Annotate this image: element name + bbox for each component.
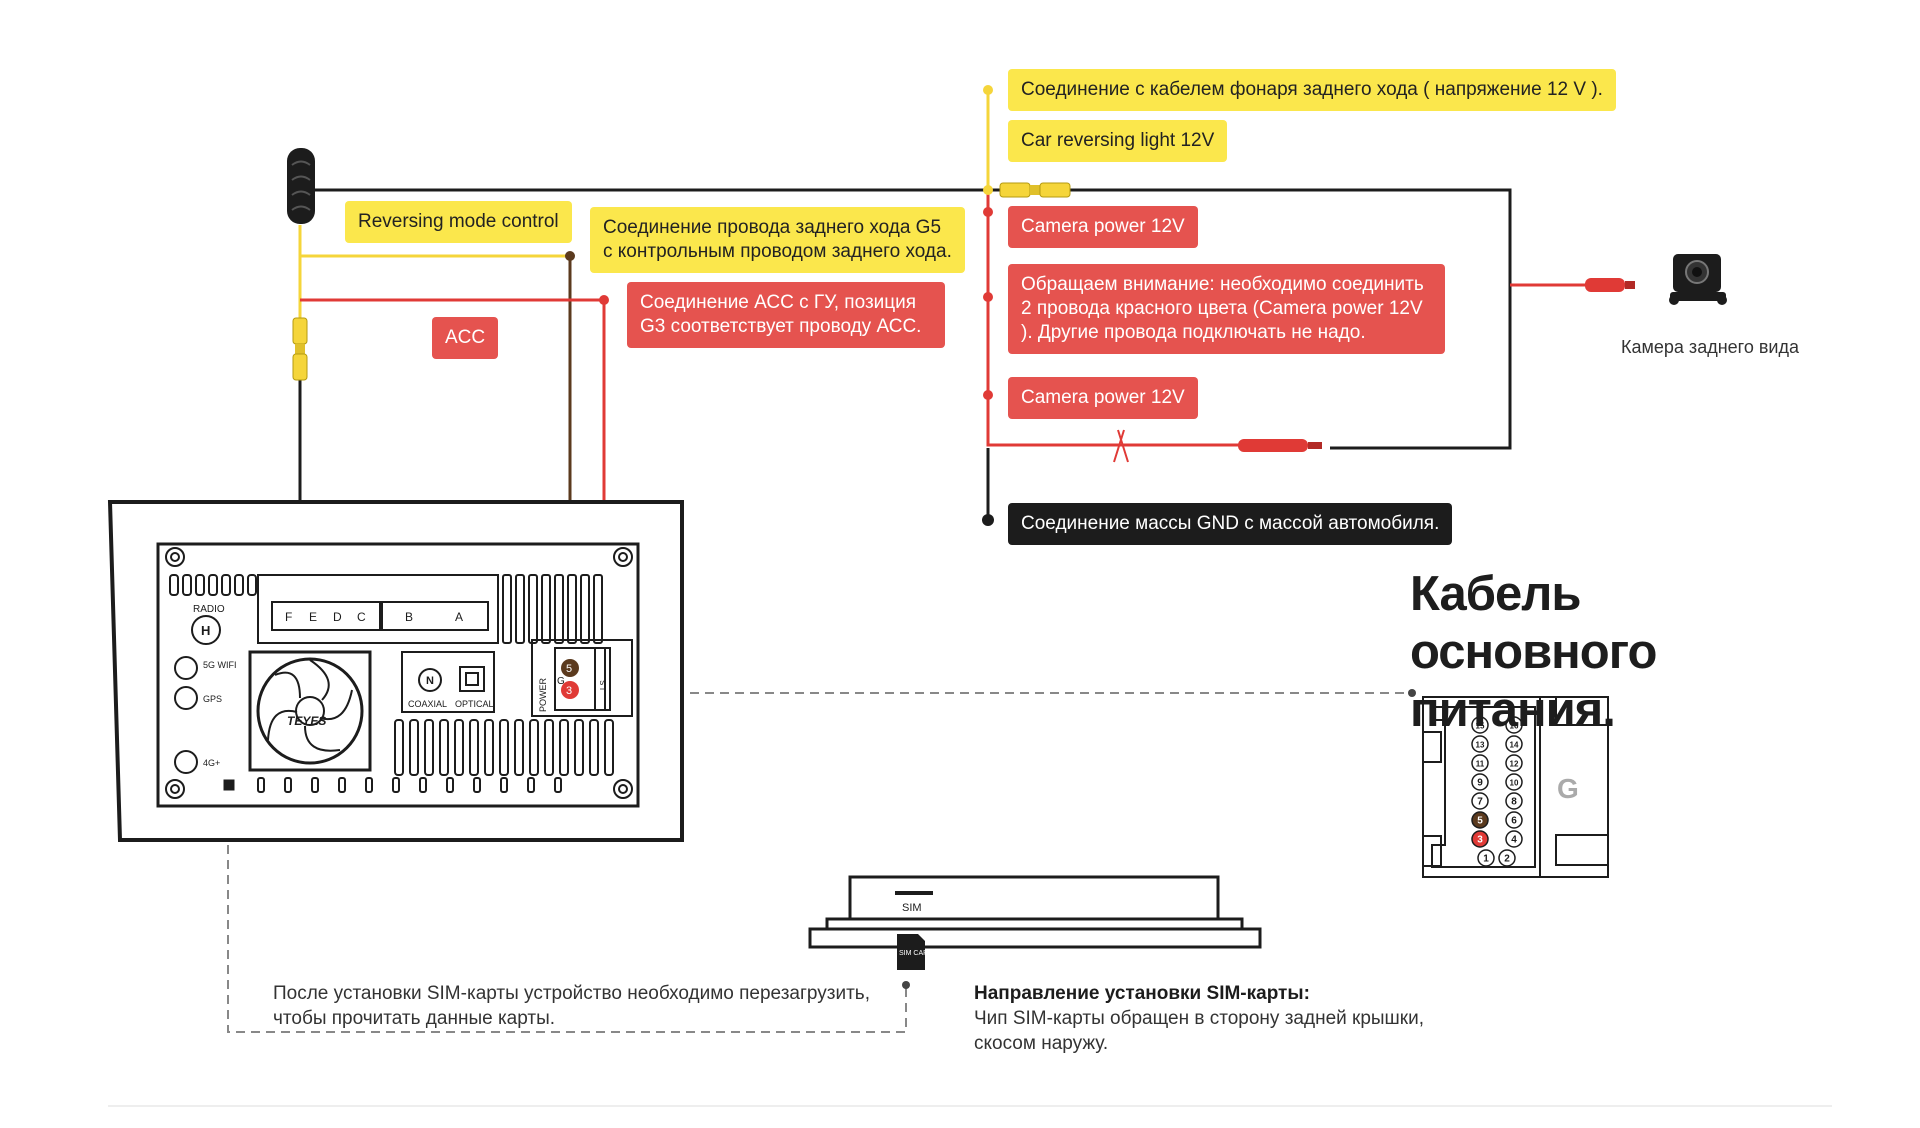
port-c: C bbox=[357, 610, 366, 624]
connector-pin-11 bbox=[1471, 754, 1489, 772]
connector-pin-label-1: 1 bbox=[1483, 854, 1489, 865]
label-reversing-mode: Reversing mode control bbox=[345, 201, 572, 243]
port-e: E bbox=[309, 610, 317, 624]
label-attention: Обращаем внимание: необходимо соединить … bbox=[1008, 264, 1445, 354]
connector-pin-label-13: 13 bbox=[1476, 741, 1485, 750]
sim-device bbox=[808, 875, 1262, 949]
g-label: G bbox=[557, 676, 565, 687]
sim-direction-text: Чип SIM-карты обращен в сторону задней к… bbox=[974, 1008, 1425, 1054]
yellow-rca-top bbox=[999, 182, 1071, 198]
connector-pin-13 bbox=[1471, 735, 1489, 753]
bottom-feet bbox=[257, 777, 562, 793]
gps-label: GPS bbox=[203, 694, 222, 704]
ls-label: LS bbox=[599, 680, 608, 690]
head-pin-3-label: 3 bbox=[566, 685, 572, 697]
connector-pin-5 bbox=[1471, 811, 1489, 829]
label-gnd: Соединение массы GND с массой автомобиля… bbox=[1008, 503, 1453, 545]
port-f: F bbox=[285, 610, 292, 624]
cooling-fan bbox=[248, 650, 372, 772]
connector-pin-12 bbox=[1505, 754, 1523, 772]
h-label: H bbox=[201, 623, 210, 638]
label-reversing-light-en: Car reversing light 12V bbox=[1008, 120, 1228, 162]
label-camera-power-2: Camera power 12V bbox=[1008, 377, 1198, 419]
brand-label: TEYES bbox=[287, 714, 326, 728]
connector-pin-label-3: 3 bbox=[1477, 835, 1483, 846]
sim-card-label: SIM CARD bbox=[899, 950, 933, 957]
port-d: D bbox=[333, 610, 342, 624]
head-pin-3 bbox=[561, 681, 579, 699]
connector-pin-label-6: 6 bbox=[1511, 816, 1517, 827]
coaxial-label: COAXIAL bbox=[408, 699, 447, 709]
label-acc-connection: Соединение АСС с ГУ, позиция G3 соответс… bbox=[627, 282, 945, 348]
connector-pin-14 bbox=[1505, 735, 1523, 753]
connector-pin-7 bbox=[1471, 792, 1489, 810]
connector-pin-label-8: 8 bbox=[1511, 797, 1517, 808]
head-unit bbox=[107, 500, 684, 842]
connector-pin-label-16: 16 bbox=[1510, 722, 1519, 731]
radio-label: RADIO bbox=[193, 604, 225, 615]
connector-pin-2 bbox=[1498, 849, 1516, 867]
sim-restart-note: После установки SIM-карты устройство нео… bbox=[273, 983, 870, 1029]
connector-pin-label-15: 15 bbox=[1476, 722, 1485, 731]
connector-pin-8 bbox=[1505, 792, 1523, 810]
label-acc: ACC bbox=[432, 317, 499, 359]
red-plug-camera bbox=[1585, 278, 1635, 292]
right-ridges bbox=[502, 574, 603, 644]
head-pin-5-label: 5 bbox=[566, 663, 572, 675]
lte-label: 4G+ bbox=[203, 758, 220, 768]
camera-caption: Камера заднего вида bbox=[1621, 337, 1799, 357]
vent-slots bbox=[394, 719, 614, 776]
port-a: A bbox=[455, 610, 463, 624]
wifi-label: 5G WIFI bbox=[203, 660, 237, 670]
connector-pin-label-4: 4 bbox=[1511, 835, 1517, 846]
black-wire-camera-bottom bbox=[1330, 285, 1512, 450]
connector-pin-4 bbox=[1505, 830, 1523, 848]
optical-label: OPTICAL bbox=[455, 699, 494, 709]
g-connector bbox=[1422, 696, 1609, 878]
connector-pin-15 bbox=[1471, 716, 1489, 734]
connector-pin-label-11: 11 bbox=[1476, 760, 1485, 769]
power-label: POWER bbox=[538, 677, 548, 712]
connector-pin-label-12: 12 bbox=[1510, 760, 1519, 769]
red-wire-camera-power bbox=[986, 190, 1320, 447]
g-connector-letter: G bbox=[1557, 773, 1579, 804]
head-unit-panel bbox=[156, 542, 640, 808]
dashed-link-sim bbox=[227, 785, 907, 1033]
connector-pin-label-2: 2 bbox=[1504, 854, 1510, 865]
sim-direction-title: Направление установки SIM-карты: bbox=[974, 983, 1310, 1004]
connector-pin-1 bbox=[1477, 849, 1495, 867]
sim-slot-label: SIM bbox=[902, 902, 922, 914]
red-plug-bottom bbox=[1113, 429, 1322, 463]
rear-camera-icon bbox=[1669, 254, 1727, 305]
section-heading: Кабель основного питания. bbox=[1410, 567, 1657, 737]
connector-pin-6 bbox=[1505, 811, 1523, 829]
cable-coil bbox=[287, 148, 315, 224]
connector-pin-label-10: 10 bbox=[1510, 779, 1519, 788]
label-reversing-light-ru: Соединение с кабелем фонаря заднего хода… bbox=[1008, 69, 1616, 111]
connector-pin-label-14: 14 bbox=[1510, 741, 1519, 750]
label-g5-connection: Соединение провода заднего хода G5 с кон… bbox=[590, 207, 965, 273]
connector-pin-9 bbox=[1471, 773, 1489, 791]
top-fins bbox=[169, 574, 257, 596]
connector-pin-10 bbox=[1505, 773, 1523, 791]
power-connector-g bbox=[531, 639, 633, 717]
sim-card-icon bbox=[897, 934, 925, 970]
connector-pin-label-9: 9 bbox=[1477, 778, 1483, 789]
n-label: N bbox=[426, 675, 434, 687]
yellow-rca-connector bbox=[292, 317, 308, 381]
g-connector-pins: 15 13 11 9 7 5 31 16 14 12 10 8 6 42 bbox=[1471, 716, 1523, 867]
port-ba bbox=[381, 601, 489, 631]
head-unit-text: RADIO H 5G WIFI GPS 4G+ F E D C B A TEYE… bbox=[193, 604, 608, 768]
connector-pin-label-7: 7 bbox=[1477, 797, 1483, 808]
port-fedc bbox=[271, 601, 381, 631]
label-camera-power-1: Camera power 12V bbox=[1008, 206, 1198, 248]
port-b: B bbox=[405, 610, 413, 624]
connector-pin-3 bbox=[1471, 830, 1489, 848]
connector-pin-label-5: 5 bbox=[1477, 816, 1483, 827]
connector-pin-16 bbox=[1505, 716, 1523, 734]
head-pin-5 bbox=[561, 659, 579, 677]
